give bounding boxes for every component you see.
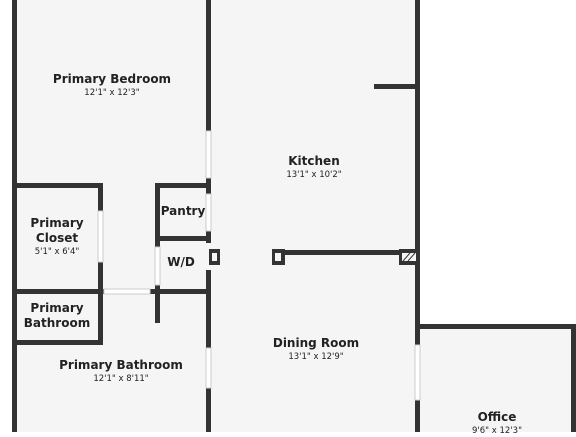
wall-closet-right-bottom bbox=[98, 262, 103, 296]
column-3-hatch-1 bbox=[402, 252, 411, 262]
room-kitchen: Kitchen 13'1" x 10'2" bbox=[286, 154, 341, 181]
floor-areas bbox=[15, 0, 576, 432]
room-name: Office bbox=[477, 410, 517, 424]
room-primary-bathroom: Primary Bathroom 12'1" x 8'11" bbox=[59, 358, 183, 385]
wall-left-outer bbox=[12, 0, 17, 432]
room-primary-closet: Primary Closet 5'1" x 6'4" bbox=[30, 216, 83, 258]
wall-closet-bottom bbox=[12, 289, 104, 294]
column-2-inner bbox=[275, 253, 281, 261]
wall-kitchen-stub bbox=[374, 84, 418, 89]
columns bbox=[209, 249, 419, 265]
room-name: Primary Bathroom bbox=[59, 358, 183, 372]
column-1-inner bbox=[212, 253, 217, 261]
room-office: Office 9'6" x 12'3" bbox=[472, 410, 522, 437]
wall-pantry-left bbox=[155, 183, 160, 240]
room-wd: W/D bbox=[167, 255, 195, 270]
wall-center-5 bbox=[206, 388, 211, 432]
walls bbox=[12, 0, 576, 432]
room-name-line1: Primary bbox=[30, 216, 84, 230]
room-name-line2: Closet bbox=[35, 231, 79, 245]
opening-office-door bbox=[414, 344, 421, 401]
wall-wd-left bbox=[155, 241, 160, 247]
floor-office bbox=[420, 327, 576, 432]
wall-closet-right-top bbox=[98, 183, 103, 211]
room-name: W/D bbox=[167, 255, 195, 269]
floor-kitchen-dining bbox=[210, 0, 418, 432]
room-dims: 12'1" x 12'3" bbox=[84, 88, 140, 98]
wall-passage-right bbox=[150, 289, 210, 294]
openings bbox=[97, 130, 421, 401]
wall-small-bath-right bbox=[98, 294, 103, 344]
wall-dining-top bbox=[272, 250, 418, 255]
room-name: Kitchen bbox=[288, 154, 340, 168]
wall-passage-post bbox=[155, 285, 160, 323]
room-name: Pantry bbox=[160, 204, 206, 218]
room-primary-bathroom-small: Primary Bathroom bbox=[24, 301, 90, 331]
opening-center-door-3 bbox=[205, 347, 212, 389]
room-dims: 12'1" x 8'11" bbox=[93, 374, 149, 384]
room-dims: 13'1" x 10'2" bbox=[286, 170, 342, 180]
room-name: Dining Room bbox=[272, 336, 360, 350]
wall-closet-top bbox=[12, 183, 103, 188]
opening-center-door-2 bbox=[205, 193, 212, 232]
room-name-line1: Primary bbox=[30, 301, 84, 315]
opening-closet-door bbox=[97, 210, 104, 263]
room-dims: 5'1" x 6'4" bbox=[34, 247, 80, 257]
wall-office-right bbox=[571, 324, 576, 432]
column-3-inner bbox=[402, 253, 416, 261]
column-3-hatch-2 bbox=[407, 252, 416, 262]
room-name: Primary Bedroom bbox=[52, 72, 172, 86]
opening-passage-door bbox=[103, 288, 151, 295]
opening-center-door-1 bbox=[205, 130, 212, 179]
wall-right-outer bbox=[415, 0, 420, 432]
wall-center-1 bbox=[206, 0, 211, 131]
wall-pantry-top bbox=[155, 183, 210, 188]
floor-left-wing bbox=[15, 0, 210, 432]
wall-office-top bbox=[420, 324, 576, 329]
room-dims: 13'1" x 12'9" bbox=[288, 352, 344, 362]
wall-center-4 bbox=[206, 270, 211, 348]
wall-pantry-bottom bbox=[155, 236, 210, 241]
room-primary-bedroom: Primary Bedroom 12'1" x 12'3" bbox=[53, 72, 171, 99]
room-dining-room: Dining Room 13'1" x 12'9" bbox=[273, 336, 359, 363]
room-name-line2: Bathroom bbox=[23, 316, 91, 330]
room-pantry: Pantry bbox=[161, 204, 206, 219]
wall-small-bath-bottom bbox=[12, 340, 103, 345]
opening-wd-door bbox=[154, 246, 161, 286]
room-dims: 9'6" x 12'3" bbox=[472, 426, 522, 436]
